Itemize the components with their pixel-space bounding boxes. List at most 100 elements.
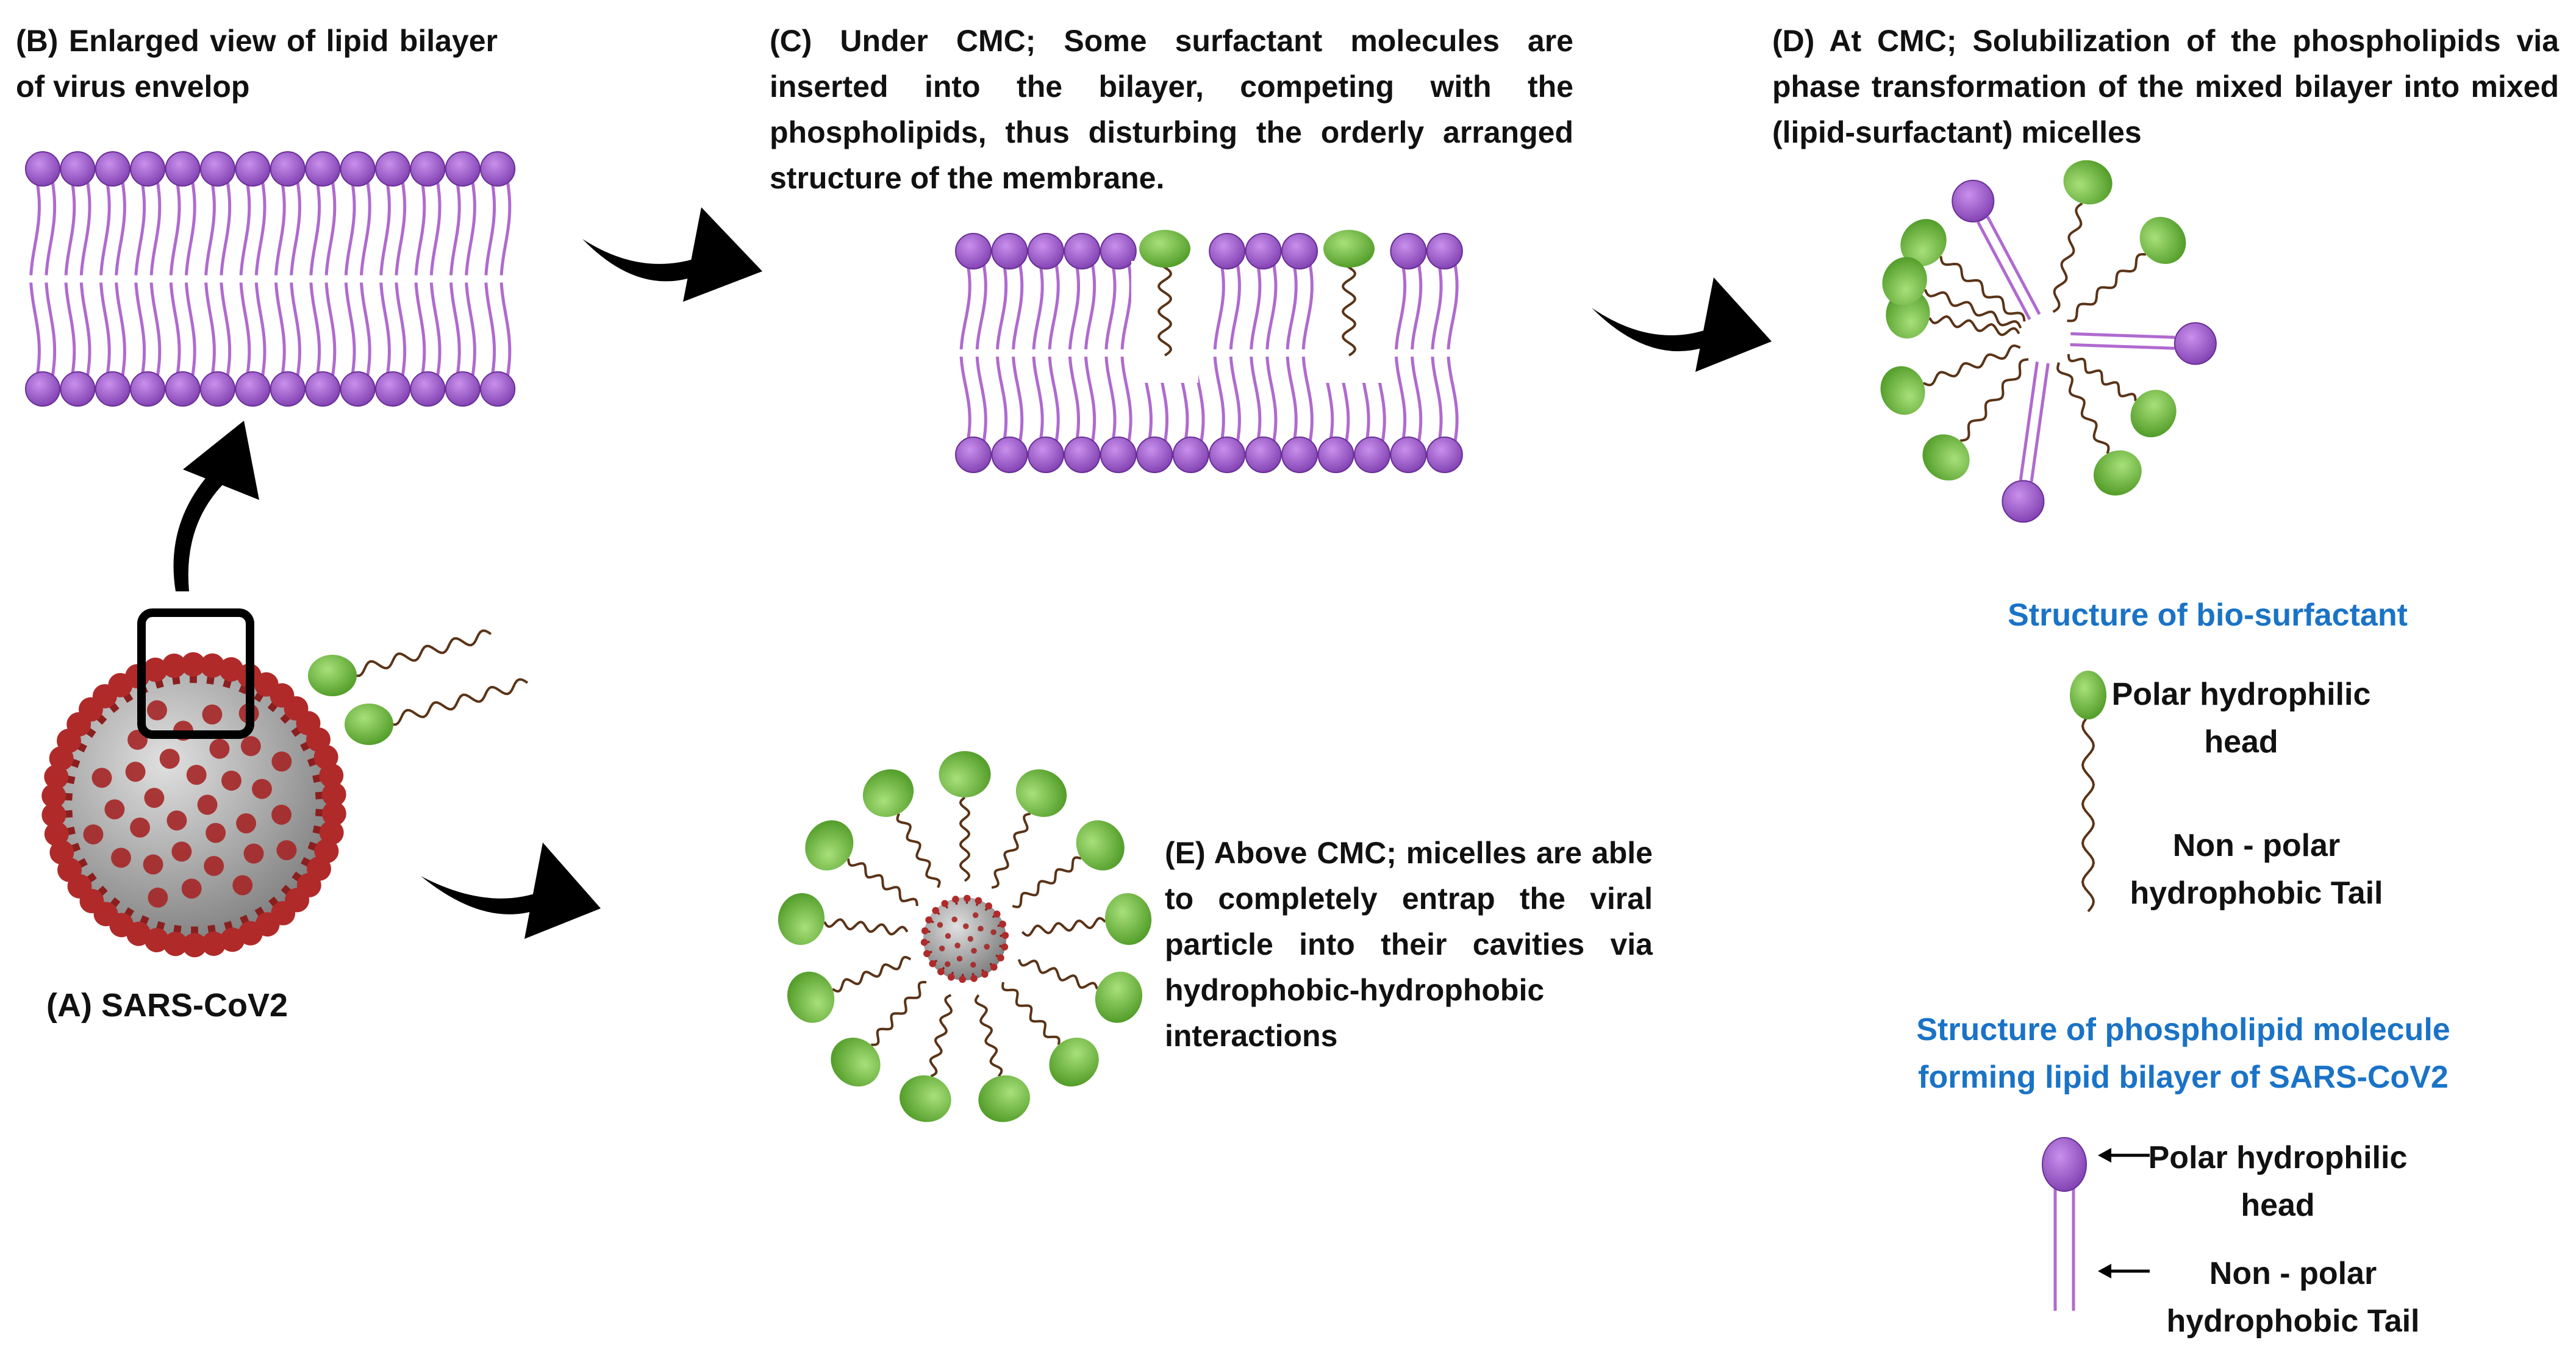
- phospholipid: [235, 282, 271, 407]
- phospholipid: [305, 151, 341, 276]
- phospholipid: [1027, 233, 1064, 350]
- phospholipid: [991, 233, 1028, 350]
- surfactant-tail-label: Non - polar hydrophobic Tail: [2130, 828, 2383, 911]
- phospholipid: [1281, 356, 1318, 473]
- phospholipid: [200, 151, 235, 276]
- phospholipid: [991, 356, 1028, 473]
- phospholipid: [955, 233, 992, 350]
- surfactant: [2067, 354, 2177, 438]
- phospholipid: [340, 151, 376, 276]
- phospholipid: [1245, 233, 1282, 350]
- phospholipid: [95, 282, 131, 407]
- surfactant: [787, 955, 912, 1023]
- phospholipid-structure-icon: [2042, 1137, 2150, 1311]
- phospholipid: [1245, 356, 1282, 473]
- surfactant: [1017, 959, 1143, 1023]
- surfactant: [805, 820, 918, 907]
- phospholipid: [1426, 233, 1463, 350]
- phospholipid: [1317, 356, 1354, 473]
- phospholipid: [1100, 233, 1137, 350]
- phospholipid: [1100, 356, 1137, 473]
- coronavirus-icon: [41, 652, 346, 958]
- surfactant: [862, 769, 941, 888]
- surfactant: [900, 994, 953, 1122]
- phospholipid: [25, 151, 60, 276]
- phospholipid: [1064, 356, 1101, 473]
- entrapped-virus: [920, 894, 1009, 983]
- phospholipid: [480, 151, 516, 276]
- surfactant: [1880, 344, 2021, 415]
- phospholipid: [1064, 233, 1101, 350]
- caption-e: (E) Above CMC; micelles are able to comp…: [1165, 836, 1653, 1053]
- phospholipid: [305, 282, 341, 407]
- surfactant: [2052, 160, 2113, 313]
- phospholipid: [200, 282, 235, 407]
- surfactant-structure-title: Structure of bio-surfactant: [2008, 597, 2408, 633]
- inserted-surfactant: [1315, 230, 1383, 383]
- surfactant: [939, 751, 991, 882]
- surfactant: [308, 629, 492, 696]
- phospholipid: [410, 151, 446, 276]
- phospholipid: [375, 282, 410, 407]
- disturbed-lipid-bilayer: [955, 230, 1463, 473]
- zoom-box-icon: [137, 608, 254, 739]
- phospholipid: [1426, 356, 1463, 473]
- pointer-arrow-icon: [2098, 1264, 2150, 1278]
- caption-a: (A) SARS-CoV2: [46, 987, 288, 1024]
- phospholipid-structure-title: Structure of phospholipid molecule formi…: [1916, 1012, 2450, 1095]
- surfactant: [974, 994, 1030, 1122]
- phospholipid: [410, 282, 446, 407]
- surfactant-head-label: Polar hydrophilic head: [2111, 677, 2371, 760]
- arrows: [173, 207, 1772, 939]
- phospholipid: [1281, 233, 1318, 350]
- lipid-bilayer-enlarged: [25, 151, 516, 407]
- pointer-arrow-icon: [2098, 1148, 2150, 1163]
- phospholipid: [445, 151, 481, 276]
- phospholipid: [1390, 233, 1427, 350]
- micelle-entrapping-virus: [778, 751, 1152, 1122]
- surfactant: [345, 678, 529, 745]
- surfactant: [991, 769, 1067, 889]
- free-surfactant-molecules: [308, 629, 529, 745]
- phospholipid: [2002, 362, 2050, 523]
- phospholipid: [1027, 356, 1064, 473]
- phospholipid: [270, 282, 306, 407]
- surfactant: [1012, 820, 1125, 908]
- surfactant: [1021, 893, 1152, 945]
- surfactant-structure-icon: [2070, 671, 2106, 913]
- phospholipid: [375, 151, 410, 276]
- phospholipid: [165, 151, 201, 276]
- phospholipid: [1390, 356, 1427, 473]
- phospholipid: [955, 356, 992, 473]
- phospholipid: [2070, 322, 2217, 365]
- phospholipid: [270, 151, 306, 276]
- caption-c: (C) Under CMC; Some surfactant molecules…: [770, 24, 1573, 195]
- phospholipid: [340, 282, 376, 407]
- phospholipid: [60, 151, 96, 276]
- inserted-surfactant: [1131, 230, 1198, 383]
- surfactant: [1882, 257, 2022, 329]
- surfactant: [1900, 219, 2026, 322]
- curved-arrow-icon: [582, 207, 762, 302]
- curved-arrow-icon: [421, 843, 601, 939]
- surfactant: [1922, 358, 2029, 481]
- mixed-micelle: [1880, 160, 2217, 523]
- phospholipid: [25, 282, 60, 407]
- surfactant: [1001, 982, 1099, 1087]
- caption-b: (B) Enlarged view of lipid bilayer of vi…: [16, 24, 498, 104]
- phospholipid: [1209, 356, 1246, 473]
- phospholipid: [235, 151, 271, 276]
- phospholipid: [445, 282, 481, 407]
- curved-arrow-icon: [1592, 277, 1772, 372]
- surfactant: [831, 980, 927, 1087]
- curved-arrow-icon: [173, 421, 259, 591]
- surfactant: [2067, 216, 2186, 323]
- phospholipid: [480, 282, 516, 407]
- phospholipid: [95, 151, 131, 276]
- phospholipid: [1209, 233, 1246, 350]
- phospholipid-head-label: Polar hydrophilic head: [2148, 1140, 2408, 1223]
- phospholipid: [130, 282, 166, 407]
- phospholipid: [165, 282, 201, 407]
